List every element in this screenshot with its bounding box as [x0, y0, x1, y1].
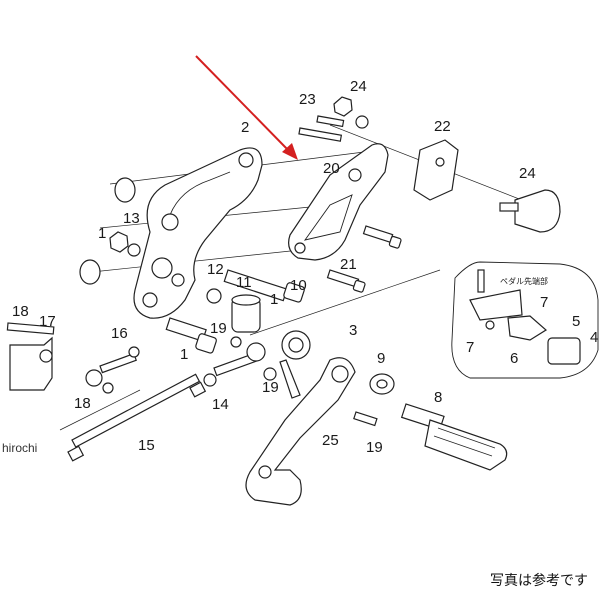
bolt-14 [203, 342, 266, 387]
bolt-21 [326, 225, 402, 293]
rod-end-16 [85, 346, 140, 394]
reference-photo-caption: 写真は参考です [490, 573, 588, 589]
label-15: 15 [138, 437, 155, 454]
screw-23 [298, 115, 345, 142]
label-20: 20 [323, 160, 340, 177]
label-25: 25 [322, 432, 339, 449]
label-19-a: 19 [210, 320, 227, 337]
label-12: 12 [207, 261, 224, 278]
screw-19-c [353, 411, 378, 427]
red-pointer-arrow [195, 55, 298, 160]
label-5: 5 [572, 313, 580, 330]
label-24-a: 24 [350, 78, 367, 95]
pedal-arm-25 [245, 357, 356, 506]
inset-panel [451, 261, 599, 379]
label-19-c: 19 [366, 439, 383, 456]
pivot-10 [279, 330, 311, 399]
footpeg-8 [400, 403, 508, 471]
nut-9 [369, 373, 395, 395]
washer-19-b [263, 367, 277, 381]
collar-11 [231, 294, 261, 333]
watermark-text: hirochi [2, 441, 38, 455]
label-2: 2 [241, 119, 249, 136]
clevis-17 [6, 322, 55, 391]
label-9: 9 [377, 350, 385, 367]
label-22: 22 [434, 118, 451, 135]
label-6: 6 [510, 350, 518, 367]
linkage-rod-15 [67, 373, 207, 462]
label-7-a: 7 [540, 294, 548, 311]
main-bracket-plate [133, 147, 263, 319]
label-10: 10 [290, 277, 307, 294]
label-4: 4 [590, 329, 598, 346]
label-11: 11 [236, 274, 252, 291]
label-1-a: 1 [98, 225, 106, 242]
nut-13 [109, 231, 141, 257]
end-cap-24 [499, 189, 561, 233]
part-number-labels: 2 1 13 1 1 12 11 19 10 23 24 22 24 20 21… [12, 78, 598, 456]
heel-guard-plate [288, 143, 389, 261]
collar-1-upper [114, 177, 136, 203]
label-8: 8 [434, 389, 442, 406]
bolt-1-upper [223, 269, 305, 303]
label-1-b: 1 [270, 291, 278, 308]
collar-1-mid [79, 259, 101, 285]
washer-12 [206, 288, 222, 304]
label-17: 17 [39, 313, 56, 330]
label-13: 13 [123, 210, 140, 227]
washer-19-a [230, 336, 242, 348]
nut-24-top [333, 96, 369, 129]
bolt-1-lower [165, 317, 217, 354]
assembly-lines [59, 124, 561, 431]
label-16: 16 [111, 325, 128, 342]
label-23: 23 [299, 91, 316, 108]
label-18-a: 18 [12, 303, 29, 320]
label-18-b: 18 [74, 395, 91, 412]
label-14: 14 [212, 396, 229, 413]
label-19-b: 19 [262, 379, 279, 396]
inset-label: ペダル先端部 [500, 276, 548, 286]
label-24-b: 24 [519, 165, 536, 182]
label-1-c: 1 [180, 346, 188, 363]
label-21: 21 [340, 256, 357, 273]
mount-block-22 [413, 139, 459, 201]
label-7-b: 7 [466, 339, 474, 356]
label-3: 3 [349, 322, 357, 339]
